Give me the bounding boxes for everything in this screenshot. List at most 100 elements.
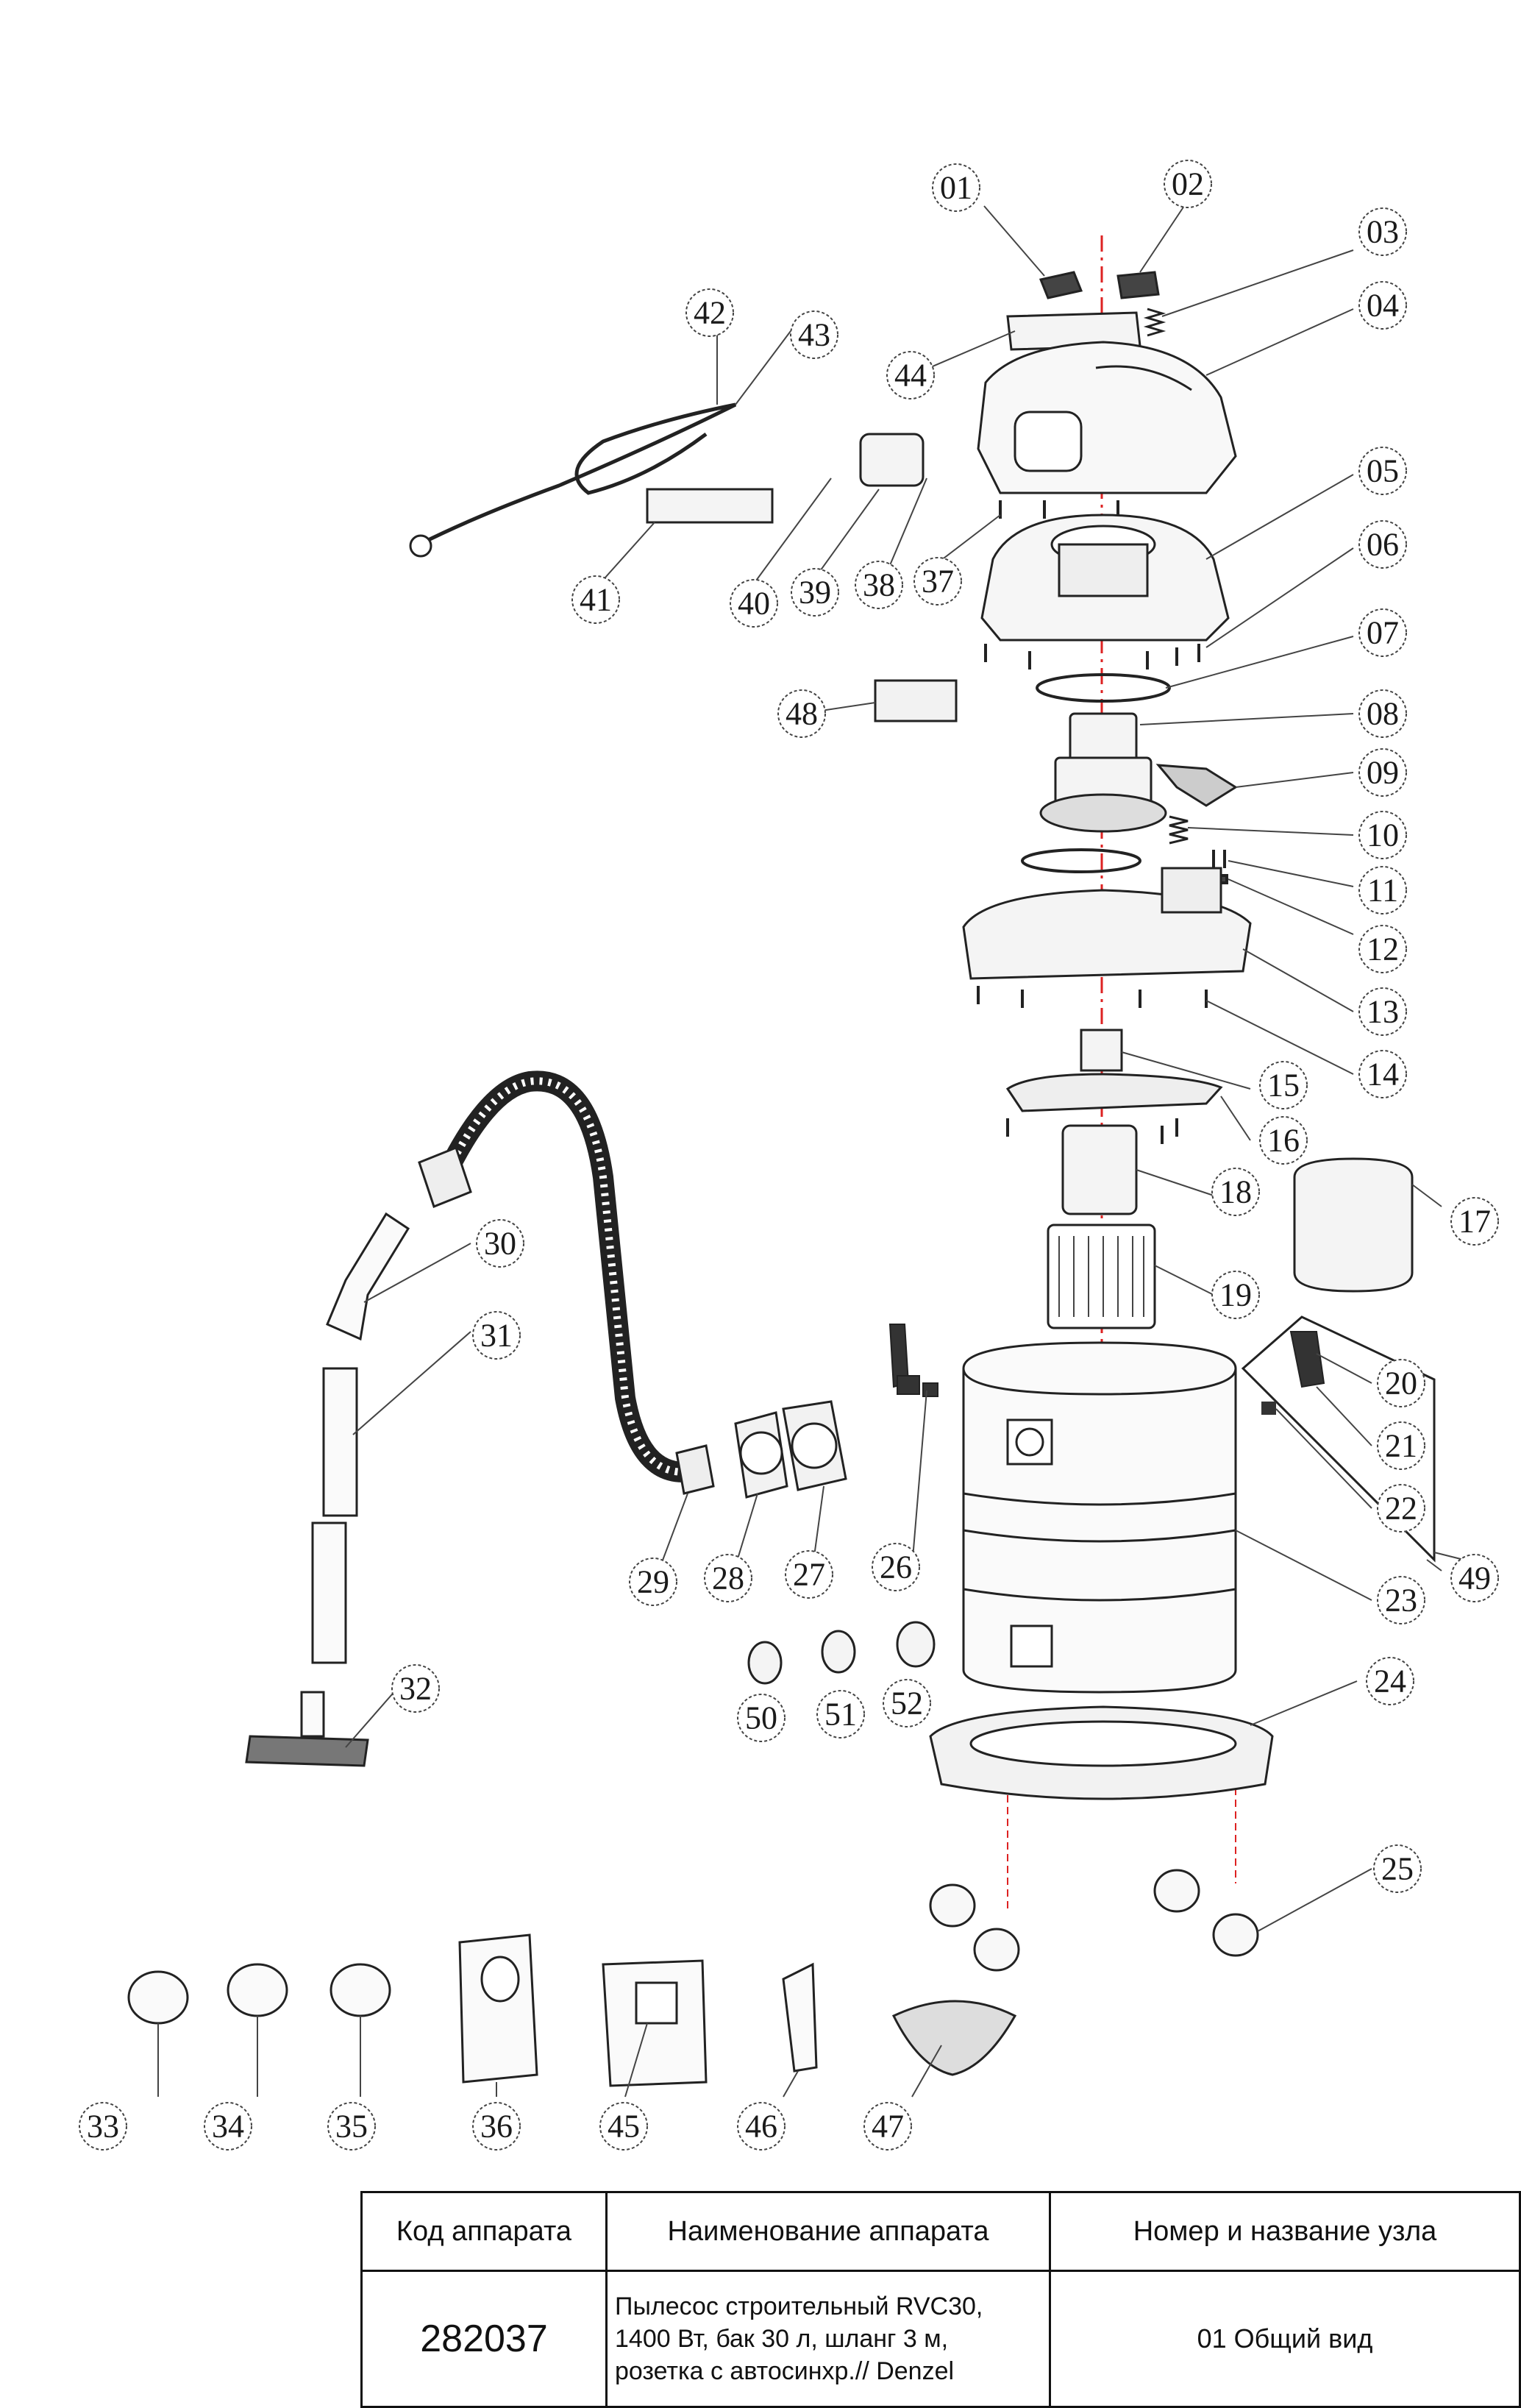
latch-26: [888, 1324, 938, 1397]
callout-label-20: 20: [1385, 1365, 1417, 1402]
callout-20: [1377, 1359, 1425, 1407]
callout-15: [1259, 1061, 1308, 1109]
callout-02: [1164, 160, 1212, 208]
callout-label-25: 25: [1381, 1851, 1414, 1887]
callout-47: [863, 2102, 912, 2150]
callout-03: [1358, 207, 1407, 256]
adapters-50-52: [747, 1621, 936, 1685]
callout-label-38: 38: [863, 567, 895, 603]
screws-06: [984, 644, 1200, 670]
callout-18: [1211, 1168, 1260, 1216]
callout-label-07: 07: [1367, 615, 1399, 651]
callout-label-16: 16: [1267, 1123, 1300, 1159]
tank-23: [962, 1341, 1237, 1694]
gasket-lower: [1021, 848, 1141, 873]
motor-08: [1039, 712, 1167, 833]
callout-21: [1377, 1421, 1425, 1470]
callout-48: [777, 689, 826, 738]
callout-23: [1377, 1576, 1425, 1624]
leader-lines: [157, 205, 1464, 2098]
callout-38: [855, 561, 903, 609]
device-name-line-2: 1400 Вт, бак 30 л, шланг 3 м,: [615, 2325, 949, 2353]
callout-44: [886, 351, 935, 399]
filter-bag-45: [602, 1959, 708, 2087]
inlet-28: [734, 1411, 788, 1499]
device-name-line-1: Пылесос строительный RVC30,: [615, 2292, 983, 2320]
callout-10: [1358, 811, 1407, 859]
callout-label-13: 13: [1367, 994, 1399, 1030]
device-name: Пылесос строительный RVC30, 1400 Вт, бак…: [605, 2270, 1051, 2408]
callout-label-30: 30: [484, 1226, 516, 1262]
callout-label-34: 34: [212, 2109, 244, 2145]
filter-48: [874, 679, 958, 722]
hose-ribs: [438, 1077, 692, 1476]
latch-02: [1116, 271, 1160, 299]
spec-table-header-row: Код аппарата Наименование аппарата Номер…: [360, 2191, 1521, 2272]
callout-label-39: 39: [799, 575, 831, 611]
callout-label-01: 01: [940, 170, 972, 206]
motor-cover-04: [977, 341, 1237, 494]
callout-41: [571, 575, 620, 624]
callout-49: [1450, 1554, 1499, 1602]
callout-30: [476, 1219, 524, 1268]
power-cord-42: [418, 402, 737, 547]
hose-29: [431, 1070, 702, 1482]
callout-08: [1358, 689, 1407, 738]
switch-board-41: [646, 488, 774, 524]
bracket-09: [1155, 764, 1238, 807]
callout-17: [1450, 1197, 1499, 1246]
strainer-47: [891, 2000, 1017, 2076]
float-cage-16: [1005, 1073, 1223, 1112]
callout-label-40: 40: [738, 586, 770, 622]
sponge-filter-17: [1293, 1157, 1414, 1293]
callout-16: [1259, 1116, 1308, 1165]
hose-cuff: [418, 1146, 472, 1208]
callout-11: [1358, 866, 1407, 914]
callout-label-03: 03: [1367, 214, 1399, 250]
callout-01: [932, 163, 980, 212]
callout-label-24: 24: [1374, 1663, 1406, 1700]
base-plate-13: [962, 867, 1252, 980]
callout-label-31: 31: [480, 1318, 513, 1354]
callout-32: [391, 1664, 440, 1713]
device-name-line-3: розетка с автосинхр.// Denzel: [615, 2357, 955, 2385]
screws-18: [1006, 1118, 1178, 1144]
callout-09: [1358, 748, 1407, 797]
callout-label-26: 26: [880, 1549, 912, 1585]
callout-label-27: 27: [793, 1557, 825, 1593]
callout-19: [1211, 1271, 1260, 1319]
cartridge-filter-19: [1047, 1223, 1156, 1329]
spec-table-data-row: 282037 Пылесос строительный RVC30, 1400 …: [360, 2270, 1521, 2408]
callout-25: [1373, 1844, 1422, 1893]
tube-31-a: [322, 1367, 358, 1517]
adapter-33: [127, 1970, 189, 2025]
callout-label-46: 46: [745, 2109, 777, 2145]
callout-46: [737, 2102, 786, 2150]
header-name: Наименование аппарата: [605, 2191, 1051, 2272]
callout-label-49: 49: [1458, 1560, 1491, 1597]
header-code: Код аппарата: [360, 2191, 608, 2272]
callout-label-45: 45: [608, 2109, 640, 2145]
callout-label-32: 32: [399, 1671, 432, 1707]
callout-28: [704, 1554, 752, 1602]
spring-10: [1169, 815, 1189, 845]
callout-label-21: 21: [1385, 1428, 1417, 1464]
hose-end: [675, 1444, 715, 1495]
callout-33: [79, 2102, 127, 2150]
callout-51: [816, 1690, 865, 1738]
callout-31: [472, 1311, 521, 1360]
callout-27: [785, 1550, 833, 1599]
callout-label-29: 29: [637, 1564, 669, 1600]
floor-nozzle-32: [245, 1691, 369, 1767]
callout-balloons: [79, 160, 1499, 2150]
callout-43: [790, 310, 838, 359]
filter-cage-18: [1061, 1124, 1138, 1215]
callout-label-17: 17: [1458, 1204, 1491, 1240]
callout-label-22: 22: [1385, 1491, 1417, 1527]
callout-04: [1358, 281, 1407, 330]
callout-label-41: 41: [580, 582, 612, 618]
tube-31-b: [311, 1521, 347, 1664]
callout-24: [1366, 1657, 1414, 1705]
callout-label-12: 12: [1367, 931, 1399, 967]
